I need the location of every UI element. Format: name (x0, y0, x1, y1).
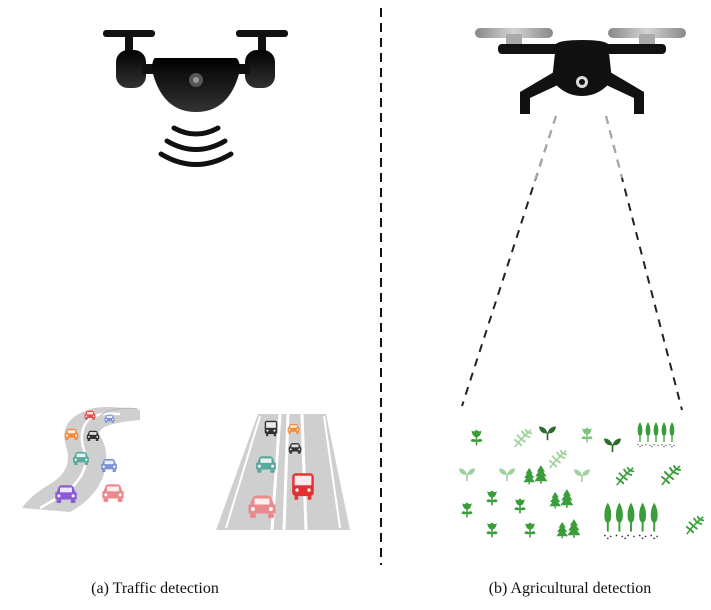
bus-icon (292, 473, 314, 500)
caption-traffic-detection: (a) Traffic detection (91, 580, 219, 597)
curved-road-illustration (22, 407, 140, 512)
car-icon (102, 484, 124, 502)
plant-icon (498, 467, 516, 482)
drone-signal-icon (103, 30, 288, 167)
plant-icon (661, 465, 681, 486)
plant-icon (485, 521, 499, 539)
caption-agricultural-detection: (b) Agricultural detection (488, 580, 652, 597)
drone-camera-icon (475, 28, 686, 114)
car-icon (264, 420, 278, 437)
plant-icon (637, 422, 675, 448)
plant-icon (603, 437, 622, 453)
plant-icon (685, 515, 705, 536)
plant-icon (523, 521, 537, 539)
plant-icon (523, 465, 547, 484)
plant-icon (485, 489, 499, 507)
plant-icon (556, 519, 580, 538)
car-icon (101, 458, 117, 472)
plant-icon (513, 497, 527, 515)
plant-icon (549, 489, 573, 508)
straight-road-illustration (216, 413, 350, 531)
plant-icon (513, 428, 533, 449)
plant-icon (538, 425, 557, 441)
plant-icon (548, 449, 568, 470)
plant-icon (460, 501, 474, 519)
crop-field-illustration (458, 422, 705, 540)
plant-icon (615, 466, 635, 487)
plant-icon (469, 428, 484, 447)
plant-icon (580, 426, 594, 444)
plant-icon (573, 468, 591, 483)
plant-icon (458, 467, 476, 482)
plant-icon (604, 502, 658, 540)
camera-view-beams (461, 115, 683, 411)
